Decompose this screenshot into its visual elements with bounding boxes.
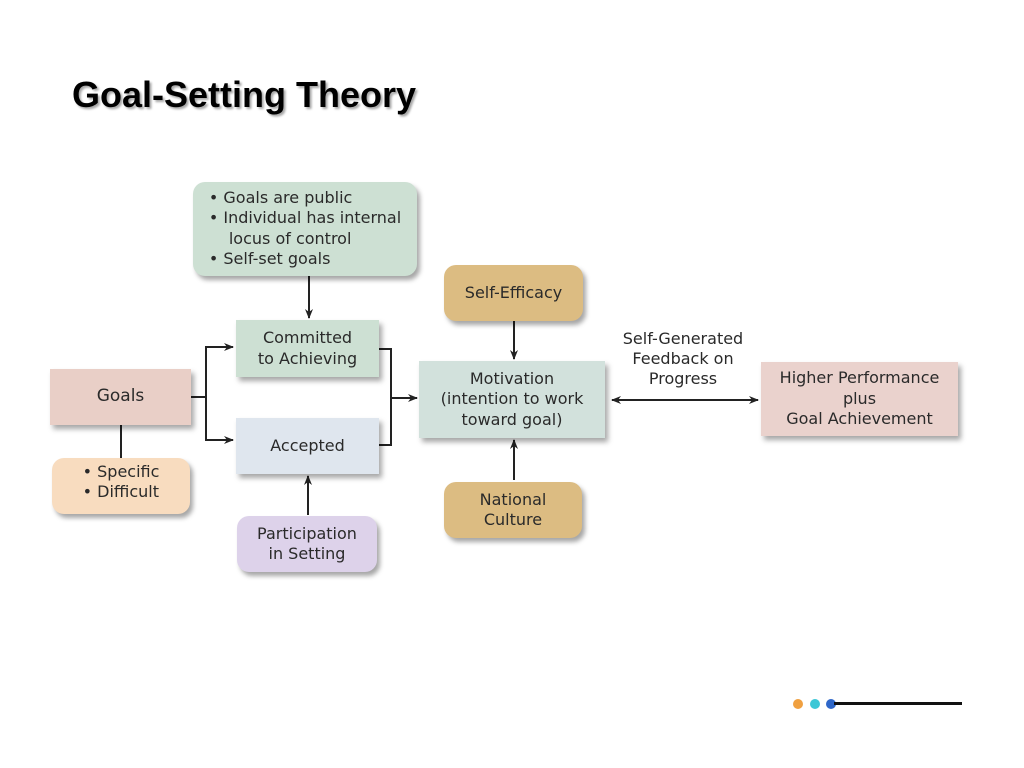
self-efficacy-box: Self-Efficacy: [444, 265, 583, 321]
outcome-line: Higher Performance: [779, 368, 940, 388]
accepted-box: Accepted: [236, 418, 379, 474]
self-efficacy-label: Self-Efficacy: [464, 282, 563, 302]
moderators-box: Goals are public Individual has internal…: [193, 182, 417, 276]
bracket-committed: [379, 348, 392, 398]
decor-dot-orange: [793, 699, 803, 709]
moderator-item-continued: locus of control: [228, 228, 352, 248]
national-culture-line: Culture: [483, 510, 543, 529]
moderator-item: Individual has internal: [209, 208, 401, 228]
motivation-line: Motivation: [469, 368, 555, 388]
goals-label: Goals: [96, 386, 145, 407]
feedback-line: Progress: [648, 369, 718, 388]
participation-line: in Setting: [268, 544, 346, 563]
decor-dot-cyan: [810, 699, 820, 709]
outcome-box: Higher Performance plus Goal Achievement: [761, 362, 958, 436]
feedback-line: Self-Generated: [622, 329, 744, 348]
arrow-goals-to-committed: [191, 343, 234, 398]
motivation-line: (intention to work: [440, 389, 584, 409]
decor-dot-blue: [826, 699, 836, 709]
committed-box: Committed to Achieving: [236, 320, 379, 377]
committed-line: to Achieving: [257, 348, 358, 368]
page-title: Goal-Setting Theory: [72, 74, 417, 115]
committed-line: Committed: [262, 328, 353, 348]
participation-line: Participation: [257, 523, 357, 543]
national-culture-box: National Culture: [444, 482, 582, 538]
outcome-line: plus: [842, 388, 877, 408]
outcome-line: Goal Achievement: [786, 409, 933, 429]
feedback-label: Self-Generated Feedback on Progress: [608, 329, 758, 389]
moderator-item: Goals are public: [209, 188, 352, 208]
goals-box: Goals: [50, 369, 191, 425]
feedback-line: Feedback on: [632, 349, 734, 368]
national-culture-line: National: [479, 489, 547, 509]
goal-trait-item: Difficult: [83, 482, 159, 502]
arrow-goals-to-accepted: [205, 397, 234, 444]
decor-line: [834, 702, 962, 705]
accepted-label: Accepted: [270, 435, 345, 455]
goal-trait-item: Specific: [83, 462, 159, 482]
participation-box: Participation in Setting: [237, 516, 377, 572]
moderator-item: Self-set goals: [209, 249, 330, 269]
goal-traits-box: Specific Difficult: [52, 458, 190, 514]
motivation-box: Motivation (intention to work toward goa…: [419, 361, 605, 438]
bracket-accepted: [379, 398, 392, 446]
motivation-line: toward goal): [461, 409, 563, 429]
